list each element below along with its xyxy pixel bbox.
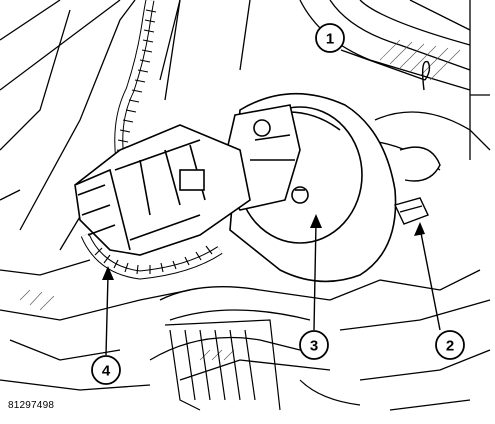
callout-2-label: 2: [446, 338, 454, 355]
harness-connector: [74, 124, 251, 256]
leader-4: [105, 274, 109, 356]
callout-4: 4: [91, 355, 121, 385]
engine-background: [0, 0, 491, 411]
callout-2: 2: [435, 330, 465, 360]
callout-3: 3: [299, 330, 329, 360]
arrowhead-3: [310, 214, 322, 228]
arrowhead-4: [102, 266, 114, 280]
callout-leaders: [105, 49, 441, 356]
callout-1-label: 1: [326, 31, 334, 48]
figure-id: 81297498: [8, 400, 55, 411]
wiring-harness: [80, 0, 223, 280]
mounting-bolt: [394, 146, 441, 225]
callout-4-label: 4: [102, 363, 111, 380]
shading-hatch: [19, 39, 461, 361]
arrowhead-2: [414, 222, 425, 236]
callout-3-label: 3: [310, 338, 318, 355]
leader-1-end: [421, 60, 431, 91]
leader-2: [419, 227, 441, 331]
leader-1: [340, 49, 426, 81]
leader-3: [313, 221, 317, 331]
callout-arrowheads: [102, 214, 425, 280]
lower-component: [164, 319, 361, 411]
callout-1: 1: [315, 23, 345, 53]
